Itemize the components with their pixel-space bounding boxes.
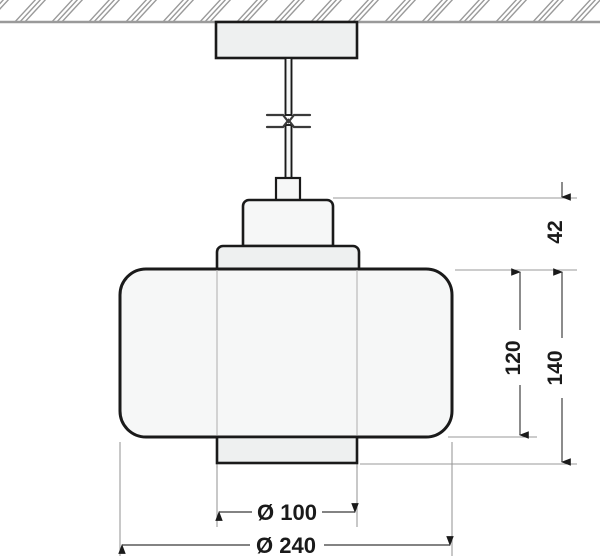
lamp-assembly [118, 20, 454, 465]
dim-140-label: 140 [544, 350, 567, 385]
dim-diameter-240: Ø 240 [118, 533, 454, 556]
lamp-diffuser [215, 435, 359, 465]
vertical-dimensions: 42 120 140 [502, 182, 571, 466]
ceiling-group [0, 0, 600, 24]
suspension-cable-upper [284, 57, 293, 116]
dim-42: 42 [544, 182, 571, 244]
lamp-neck [241, 198, 335, 248]
dim-140: 140 [544, 268, 571, 466]
dim-100-label: Ø 100 [257, 500, 317, 525]
lamp-collar [215, 244, 361, 272]
dim-120-label: 120 [502, 340, 525, 375]
dim-42-label: 42 [544, 220, 567, 243]
ceiling-hatch-area [0, 0, 600, 22]
suspension-cable-lower [284, 124, 293, 182]
dim-240-label: Ø 240 [256, 533, 316, 556]
ceiling-canopy [214, 20, 359, 60]
dim-diameter-100: Ø 100 [215, 500, 359, 525]
horizontal-dimensions: Ø 100 Ø 240 [118, 500, 454, 556]
cable-break-symbol [265, 113, 312, 129]
lamp-stem [274, 176, 302, 204]
lamp-shade [118, 267, 454, 439]
dim-120: 120 [502, 268, 529, 439]
